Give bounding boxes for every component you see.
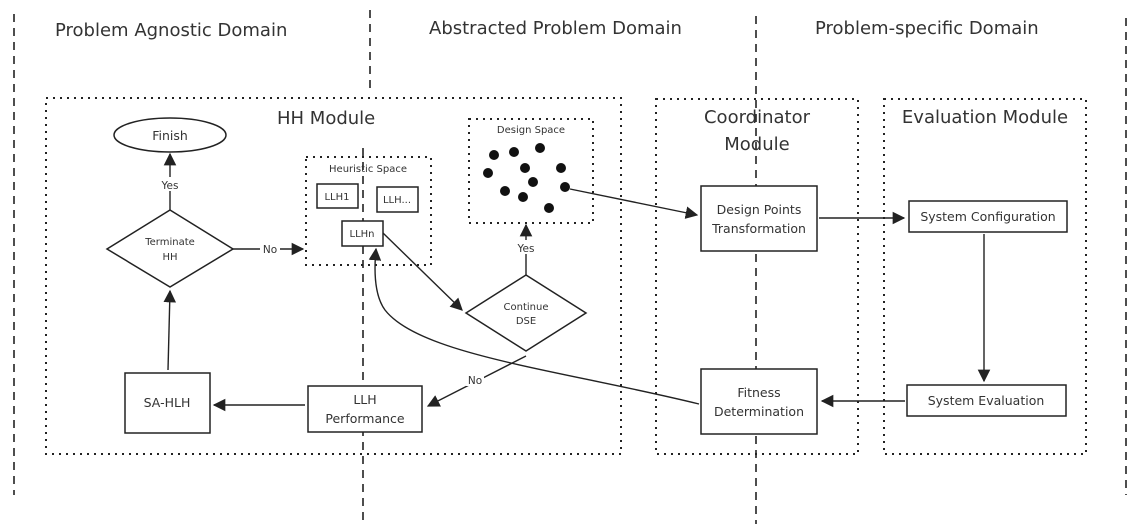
evaluation-module-title: Evaluation Module bbox=[902, 107, 1068, 128]
domain-title-specific: Problem-specific Domain bbox=[815, 18, 1039, 39]
evaluation-module-container bbox=[883, 98, 1087, 455]
continue-label-2: DSE bbox=[516, 316, 536, 327]
edge-sa-hlh-terminate bbox=[163, 289, 177, 371]
system-configuration-node bbox=[908, 200, 1068, 233]
terminate-hh-decision bbox=[105, 209, 235, 288]
hh-module-container bbox=[45, 97, 622, 455]
design-point bbox=[535, 143, 545, 153]
coordinator-module-title-2: Module bbox=[724, 134, 789, 155]
design-point bbox=[509, 147, 519, 157]
fitness-label-1: Fitness bbox=[737, 385, 780, 400]
coordinator-module-title-1: Coordinator bbox=[704, 107, 811, 128]
design-point bbox=[518, 192, 528, 202]
dpt-label-2: Transformation bbox=[711, 221, 806, 236]
fitness-label-2: Determination bbox=[714, 404, 804, 419]
continue-label-1: Continue bbox=[504, 302, 549, 313]
system-configuration-label: System Configuration bbox=[920, 209, 1055, 224]
system-evaluation-node bbox=[906, 384, 1067, 417]
llh-more-node bbox=[376, 186, 419, 213]
edge-label-no-continue: No bbox=[468, 375, 482, 387]
edge-label-no-terminate: No bbox=[263, 244, 277, 256]
sa-hlh-label: SA-HLH bbox=[144, 395, 191, 410]
design-space-container bbox=[468, 118, 594, 224]
domain-title-agnostic: Problem Agnostic Domain bbox=[55, 20, 287, 41]
llhn-label: LLHn bbox=[350, 229, 375, 240]
coordinator-module-container bbox=[655, 98, 859, 455]
finish-node bbox=[113, 117, 227, 153]
fitness-determination-node bbox=[700, 368, 818, 435]
edge-label-yes-finish: Yes bbox=[161, 180, 179, 192]
hh-module-title: HH Module bbox=[277, 108, 375, 129]
design-point bbox=[544, 203, 554, 213]
design-points-transformation-node bbox=[700, 185, 818, 252]
edge-llhn-continue bbox=[382, 232, 463, 311]
domain-title-abstracted: Abstracted Problem Domain bbox=[429, 18, 682, 39]
design-point bbox=[556, 163, 566, 173]
llh-performance-label-2: Performance bbox=[325, 411, 405, 426]
design-point bbox=[528, 177, 538, 187]
terminate-label-1: Terminate bbox=[144, 237, 195, 248]
sa-hlh-node bbox=[124, 372, 211, 434]
dpt-label-1: Design Points bbox=[717, 202, 802, 217]
llh-more-label: LLH... bbox=[383, 195, 411, 206]
edge-fitness-llhn bbox=[368, 247, 700, 405]
llh-performance-label-1: LLH bbox=[353, 392, 376, 407]
edge-design-space-dpt bbox=[569, 188, 699, 219]
llh1-label: LLH1 bbox=[324, 192, 349, 203]
heuristic-space-title: Heuristic Space bbox=[329, 164, 407, 175]
finish-label: Finish bbox=[152, 128, 188, 143]
terminate-label-2: HH bbox=[162, 252, 177, 263]
edge-label-yes-continue: Yes bbox=[517, 243, 535, 255]
design-space-title: Design Space bbox=[497, 125, 565, 136]
design-point bbox=[500, 186, 510, 196]
llh1-node bbox=[316, 183, 359, 209]
design-point bbox=[489, 150, 499, 160]
llhn-node bbox=[341, 220, 384, 247]
design-point bbox=[520, 163, 530, 173]
design-point bbox=[483, 168, 493, 178]
design-point bbox=[560, 182, 570, 192]
system-evaluation-label: System Evaluation bbox=[928, 393, 1045, 408]
continue-dse-decision bbox=[464, 274, 588, 352]
design-points bbox=[483, 143, 570, 213]
llh-performance-node bbox=[307, 385, 423, 433]
heuristic-space-container bbox=[305, 156, 432, 266]
